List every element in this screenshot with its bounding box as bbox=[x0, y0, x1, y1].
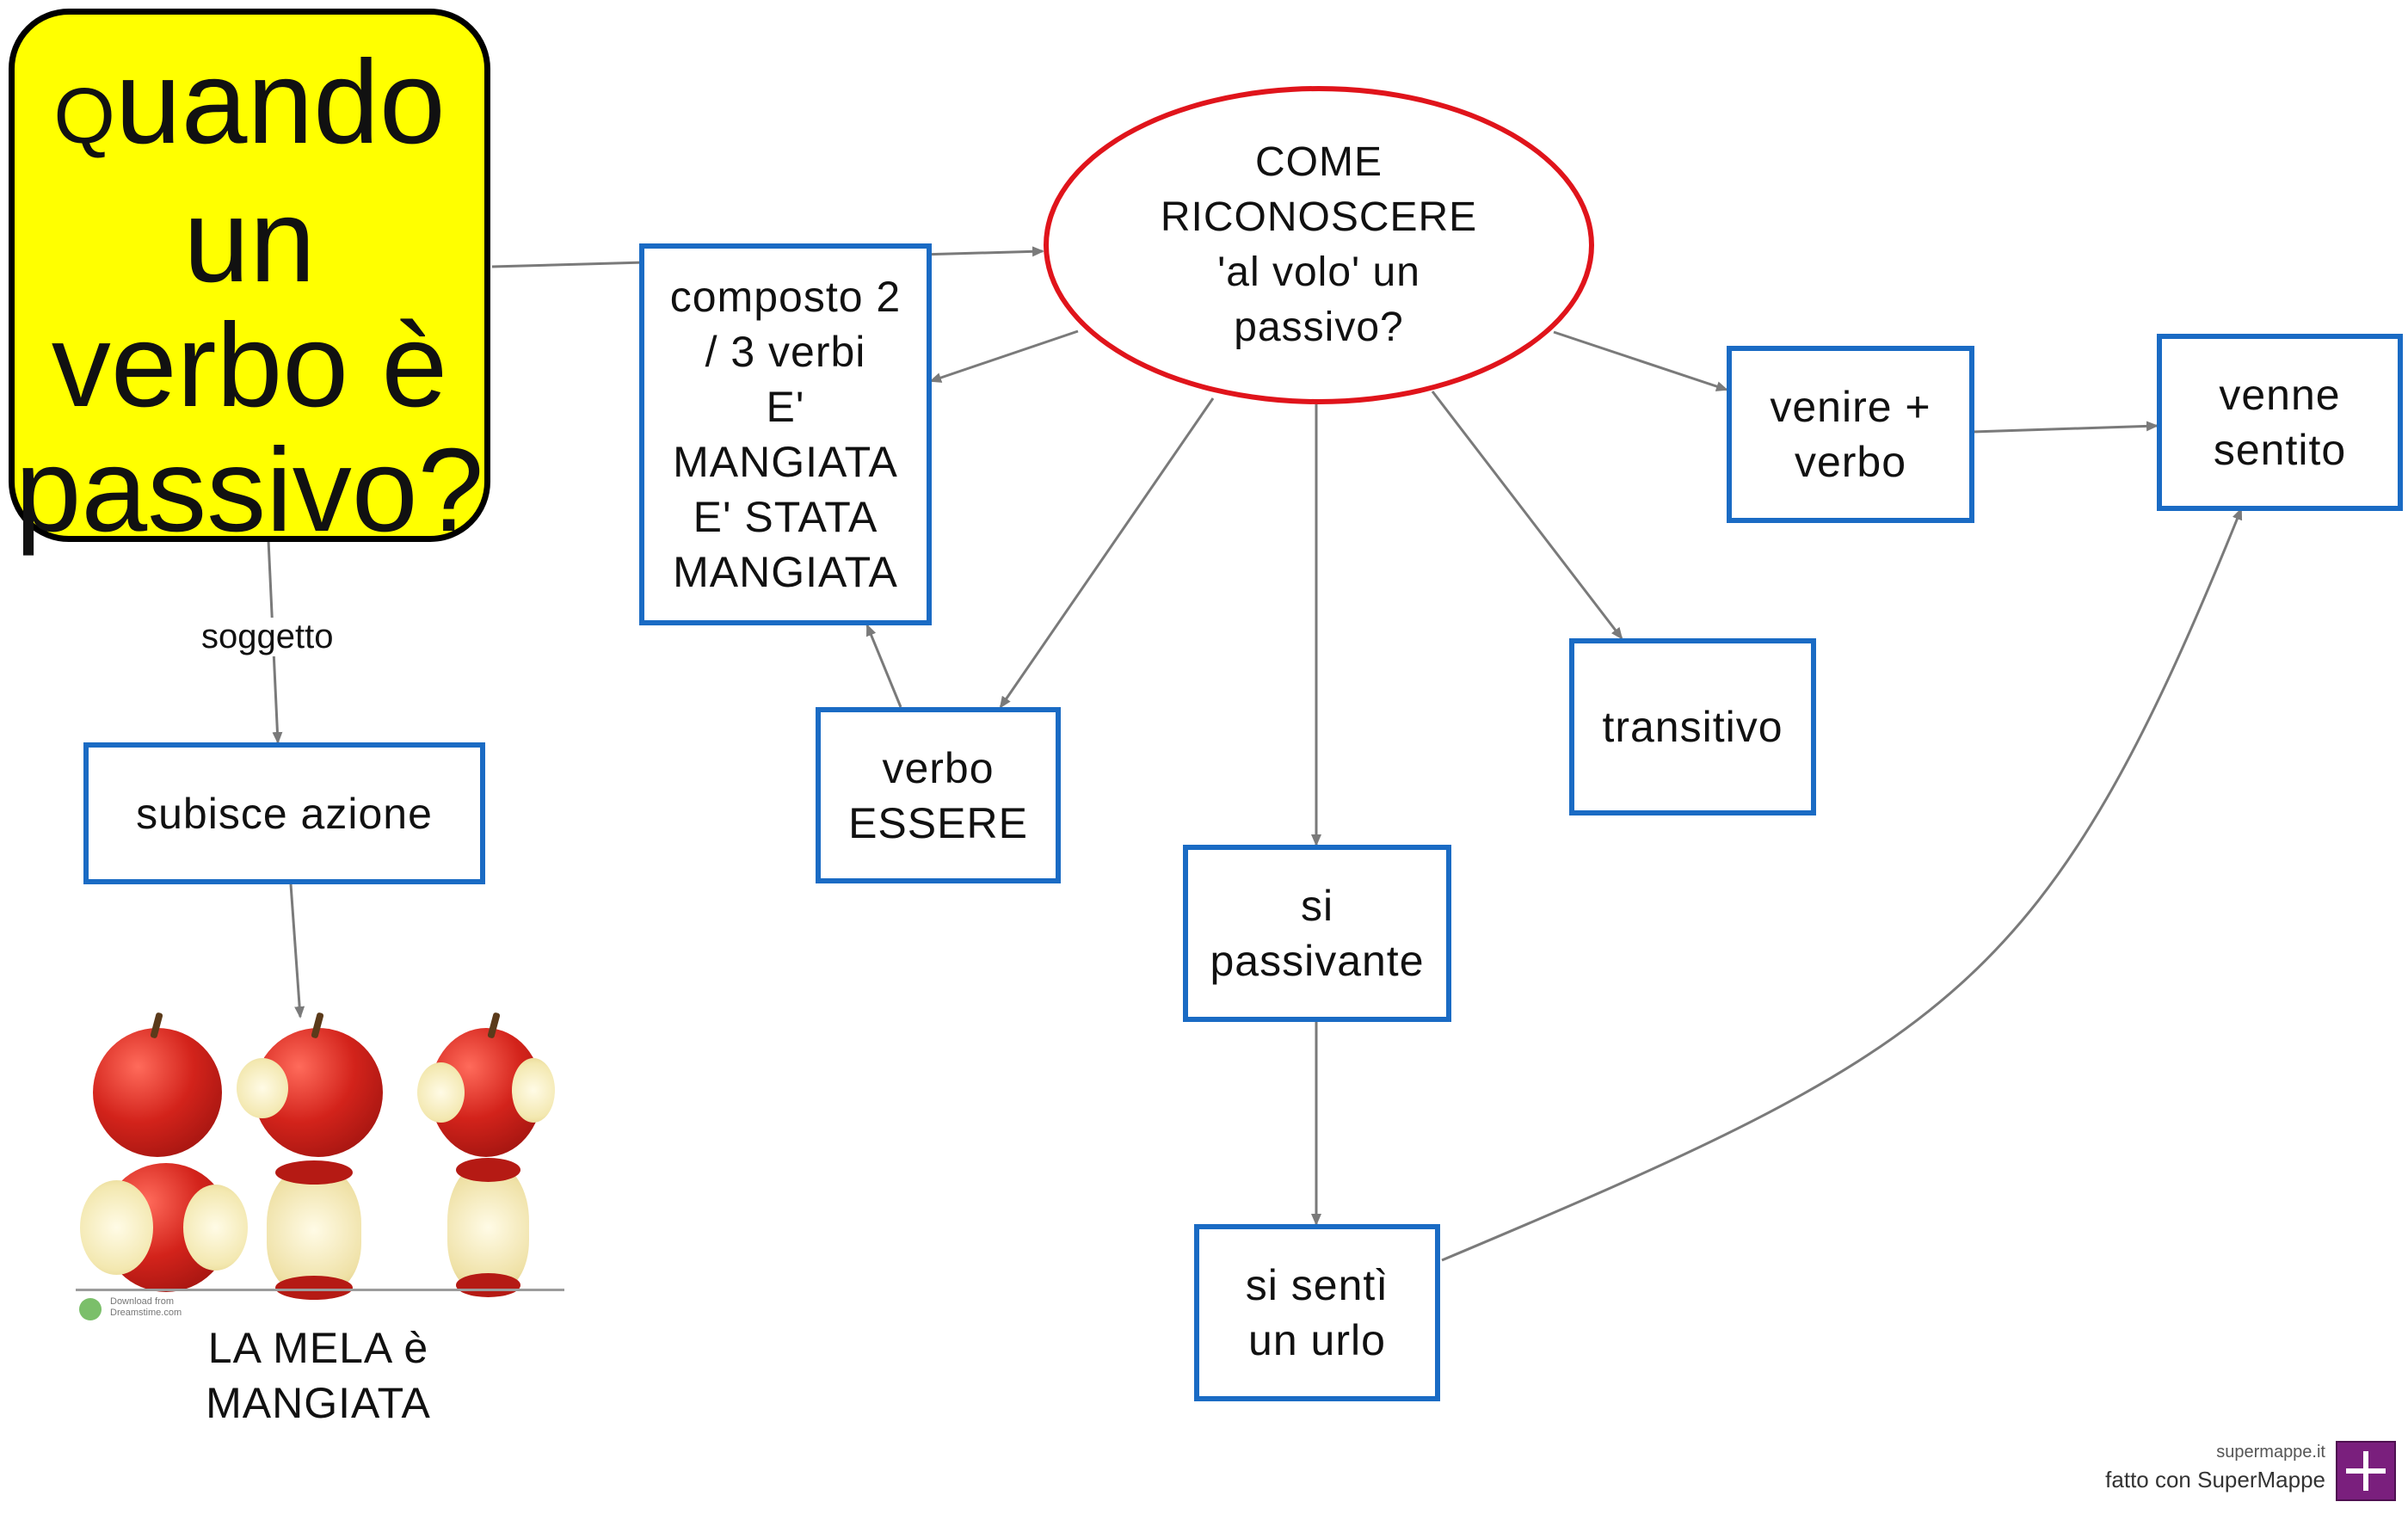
node-composto[interactable]: composto 2 / 3 verbi E' MANGIATA E' STAT… bbox=[639, 243, 932, 625]
apple-bitten-two bbox=[417, 1012, 555, 1157]
node-venne-sentito[interactable]: venne sentito bbox=[2157, 334, 2403, 511]
node-venire-verbo[interactable]: venire + verbo bbox=[1727, 346, 1974, 523]
image-stock-footer: Download from Dreamstime.com bbox=[76, 1289, 564, 1326]
main-question-first-letter: Q bbox=[53, 72, 115, 160]
watermark-site: supermappe.it bbox=[2216, 1443, 2325, 1462]
apple-whole bbox=[93, 1012, 222, 1157]
apple-half-eaten bbox=[80, 1163, 248, 1292]
image-caption: LA MELA è MANGIATA bbox=[206, 1324, 431, 1427]
node-si-senti-text: si sentì un urlo bbox=[1245, 1261, 1389, 1364]
main-question-text: uando un verbo è passivo? bbox=[15, 36, 484, 557]
image-stock-source: Download from Dreamstime.com bbox=[110, 1296, 182, 1318]
watermark-made-with: fatto con SuperMappe bbox=[2105, 1467, 2325, 1492]
node-subisce-azione[interactable]: subisce azione bbox=[83, 742, 485, 884]
dreamstime-logo-icon bbox=[79, 1298, 102, 1320]
node-si-passivante[interactable]: si passivante bbox=[1183, 845, 1451, 1022]
edge-subisce-to-image bbox=[289, 883, 305, 1019]
center-ellipse-text: COME RICONOSCERE 'al volo' un passivo? bbox=[1160, 139, 1478, 350]
edge-center-to-composto bbox=[929, 329, 1079, 383]
node-venne-sentito-text: venne sentito bbox=[2213, 371, 2347, 474]
node-composto-text: composto 2 / 3 verbi E' MANGIATA E' STAT… bbox=[669, 273, 902, 596]
apple-core-one bbox=[267, 1160, 361, 1300]
supermappe-watermark[interactable]: supermappe.it fatto con SuperMappe bbox=[2099, 1441, 2396, 1501]
node-subisce-azione-text: subisce azione bbox=[136, 789, 433, 838]
supermappe-logo-icon bbox=[2336, 1441, 2396, 1501]
node-transitivo-text: transitivo bbox=[1602, 703, 1783, 751]
node-verbo-essere-text: verbo ESSERE bbox=[848, 743, 1028, 847]
node-si-passivante-text: si passivante bbox=[1210, 882, 1425, 985]
node-transitivo[interactable]: transitivo bbox=[1569, 638, 1816, 815]
apple-bitten-one bbox=[237, 1012, 383, 1157]
main-question-node[interactable]: Quando un verbo è passivo? bbox=[9, 9, 490, 553]
node-verbo-essere[interactable]: verbo ESSERE bbox=[816, 707, 1061, 883]
node-si-senti[interactable]: si sentì un urlo bbox=[1194, 1224, 1440, 1401]
edge-center-to-transitivo bbox=[1431, 391, 1623, 640]
edge-venire-to-venne bbox=[1972, 421, 2159, 434]
edge-essere-to-composto bbox=[865, 624, 902, 708]
node-venire-verbo-text: venire + verbo bbox=[1770, 383, 1931, 486]
edge-sisenti-to-venne bbox=[1441, 508, 2243, 1262]
center-ellipse-node[interactable]: COME RICONOSCERE 'al volo' un passivo? bbox=[1044, 86, 1594, 404]
edge-label-soggetto: soggetto bbox=[196, 618, 339, 656]
apple-core-two bbox=[447, 1158, 529, 1297]
edge-center-to-essere bbox=[999, 397, 1215, 709]
edge-center-to-venire bbox=[1553, 330, 1728, 391]
